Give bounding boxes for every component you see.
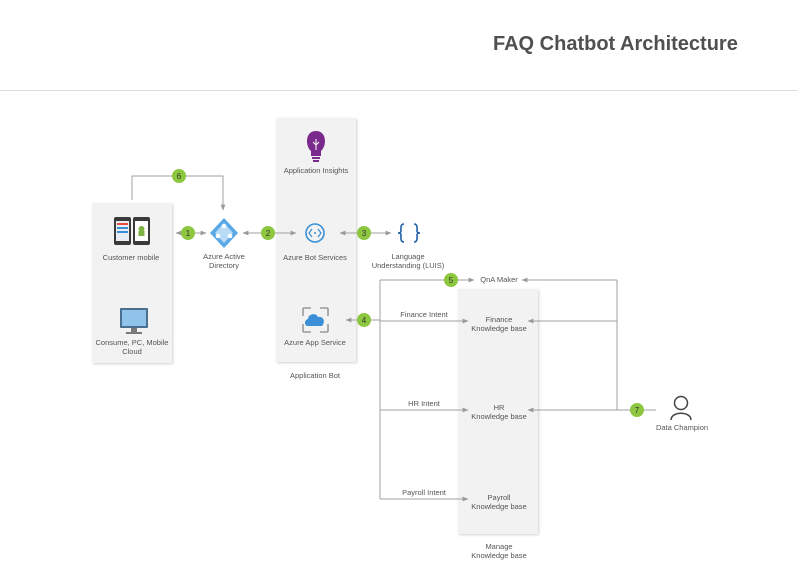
finance-kb-label-line2: Knowledge base [471, 324, 526, 333]
azure-ad-label-line2: Directory [209, 261, 239, 270]
bot-service-icon [305, 223, 325, 243]
page-title: FAQ Chatbot Architecture [493, 33, 738, 55]
hr-kb-label-line1: HR [494, 403, 505, 412]
person-icon [670, 395, 692, 421]
customer-mobile-label: Customer mobile [103, 253, 160, 262]
header-divider [0, 90, 797, 91]
monitor-icon [120, 308, 148, 334]
payroll-kb-label-line2: Knowledge base [471, 502, 526, 511]
finance-intent-label: Finance Intent [400, 310, 448, 319]
knowledge-base-panel [458, 289, 538, 534]
app-insights-label: Application Insights [284, 166, 349, 175]
step-badges: 1 2 3 4 5 6 7 [172, 169, 644, 417]
svg-text:1: 1 [186, 229, 191, 238]
step-4-badge: 4 [357, 313, 371, 327]
payroll-intent-label: Payroll Intent [402, 488, 447, 497]
azure-active-directory-icon [210, 218, 238, 248]
step-2-badge: 2 [261, 226, 275, 240]
svg-text:2: 2 [266, 229, 271, 238]
finance-kb-label-line1: Finance [486, 315, 513, 324]
data-champion-label: Data Champion [656, 423, 708, 432]
manage-kb-label-line2: Knowledge base [471, 551, 526, 560]
connectors [131, 175, 656, 502]
hr-intent-label: HR Intent [408, 399, 441, 408]
qna-maker-label: QnA Maker [480, 275, 518, 284]
svg-text:6: 6 [177, 172, 182, 181]
azure-ad-label-line1: Azure Active [203, 252, 245, 261]
svg-text:3: 3 [362, 229, 367, 238]
client-panel [92, 203, 172, 363]
curly-braces-icon [397, 223, 421, 243]
hr-kb-label-line2: Knowledge base [471, 412, 526, 421]
step-3-badge: 3 [357, 226, 371, 240]
svg-text:4: 4 [362, 316, 367, 325]
step-7-badge: 7 [630, 403, 644, 417]
step-5-badge: 5 [444, 273, 458, 287]
svg-text:5: 5 [449, 276, 454, 285]
app-service-label: Azure App Service [284, 338, 346, 347]
consumer-pc-label-line1: Consume, PC, Mobile [96, 338, 169, 347]
payroll-kb-label-line1: Payroll [488, 493, 511, 502]
step-6-badge: 6 [172, 169, 186, 183]
luis-label-line1: Language [391, 252, 424, 261]
app-service-icon [302, 307, 329, 333]
application-bot-label: Application Bot [290, 371, 341, 380]
luis-label-line2: Understanding (LUIS) [372, 261, 445, 270]
mobile-devices-icon [114, 217, 150, 245]
lightbulb-icon [306, 131, 326, 162]
consumer-pc-label-line2: Cloud [122, 347, 142, 356]
bot-services-label: Azure Bot Services [283, 253, 347, 262]
manage-kb-label-line1: Manage [485, 542, 512, 551]
svg-text:7: 7 [635, 406, 640, 415]
step-1-badge: 1 [181, 226, 195, 240]
